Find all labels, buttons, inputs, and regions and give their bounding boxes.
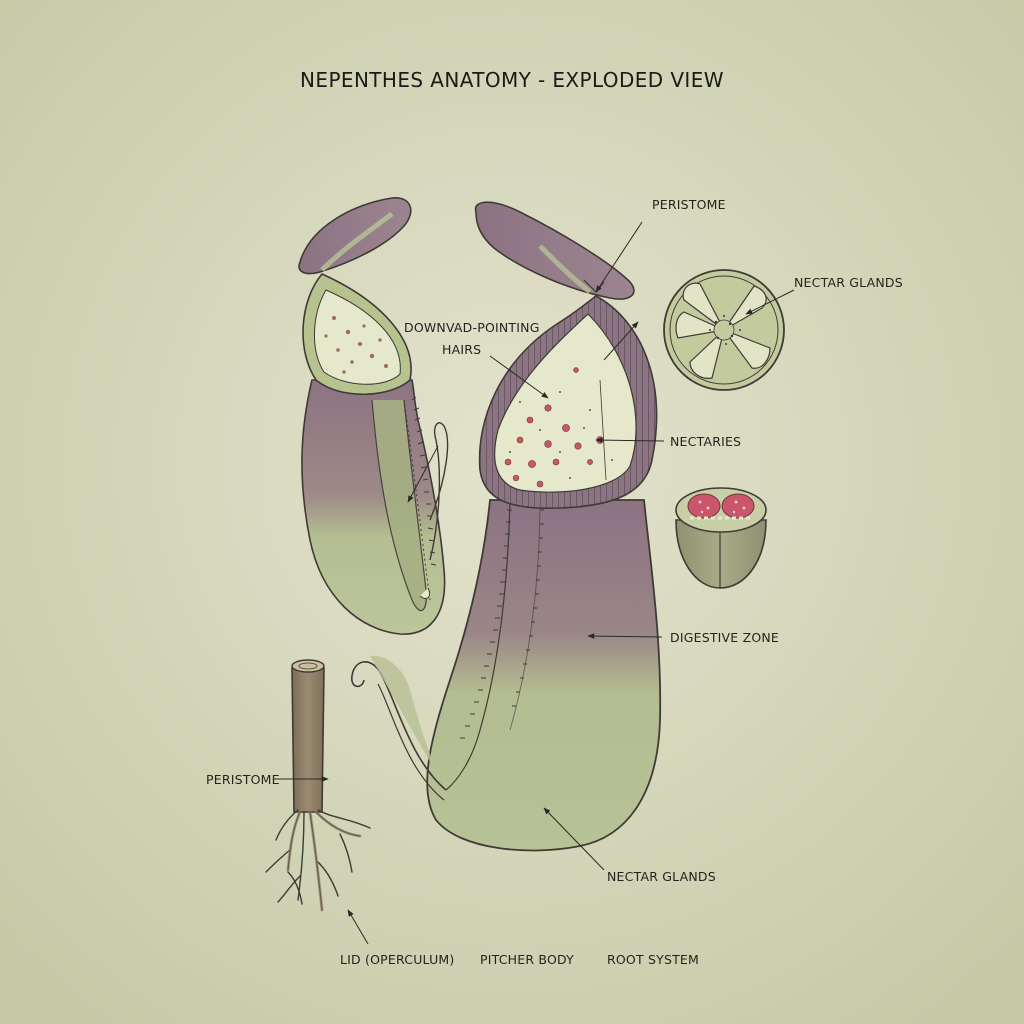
large-interior: [494, 313, 637, 493]
cross-section-diagram: [663, 269, 785, 391]
large-pitcher-body: [426, 499, 662, 852]
caption-pitcher-body: PITCHER BODY: [480, 952, 574, 967]
small-lid: [298, 197, 412, 275]
label-nectaries: NECTARIES: [670, 434, 742, 449]
label-hairs-line1: DOWNVAD-POINTING: [404, 320, 540, 335]
stem-and-roots: [265, 659, 371, 912]
label-nectar-glands-bottom: NECTAR GLANDS: [607, 869, 716, 884]
label-peristome-top: PERISTOME: [652, 197, 726, 212]
small-interior: [314, 289, 401, 385]
small-pitcher: [298, 197, 449, 635]
page-title: NEPENTHES ANATOMY - EXPLODED VIEW: [300, 68, 724, 92]
caption-root-system: ROOT SYSTEM: [607, 952, 699, 967]
caption-lid: LID (OPERCULUM): [340, 952, 455, 967]
leader-lines: [274, 221, 795, 945]
label-nectar-glands-top: NECTAR GLANDS: [794, 275, 903, 290]
cup-section-diagram: [675, 487, 767, 589]
label-peristome-root: PERISTOME: [206, 772, 280, 787]
label-digestive-zone: DIGESTIVE ZONE: [670, 630, 780, 645]
large-pitcher: [351, 201, 662, 852]
large-lid: [474, 201, 635, 300]
label-hairs-line2: HAIRS: [442, 342, 482, 357]
